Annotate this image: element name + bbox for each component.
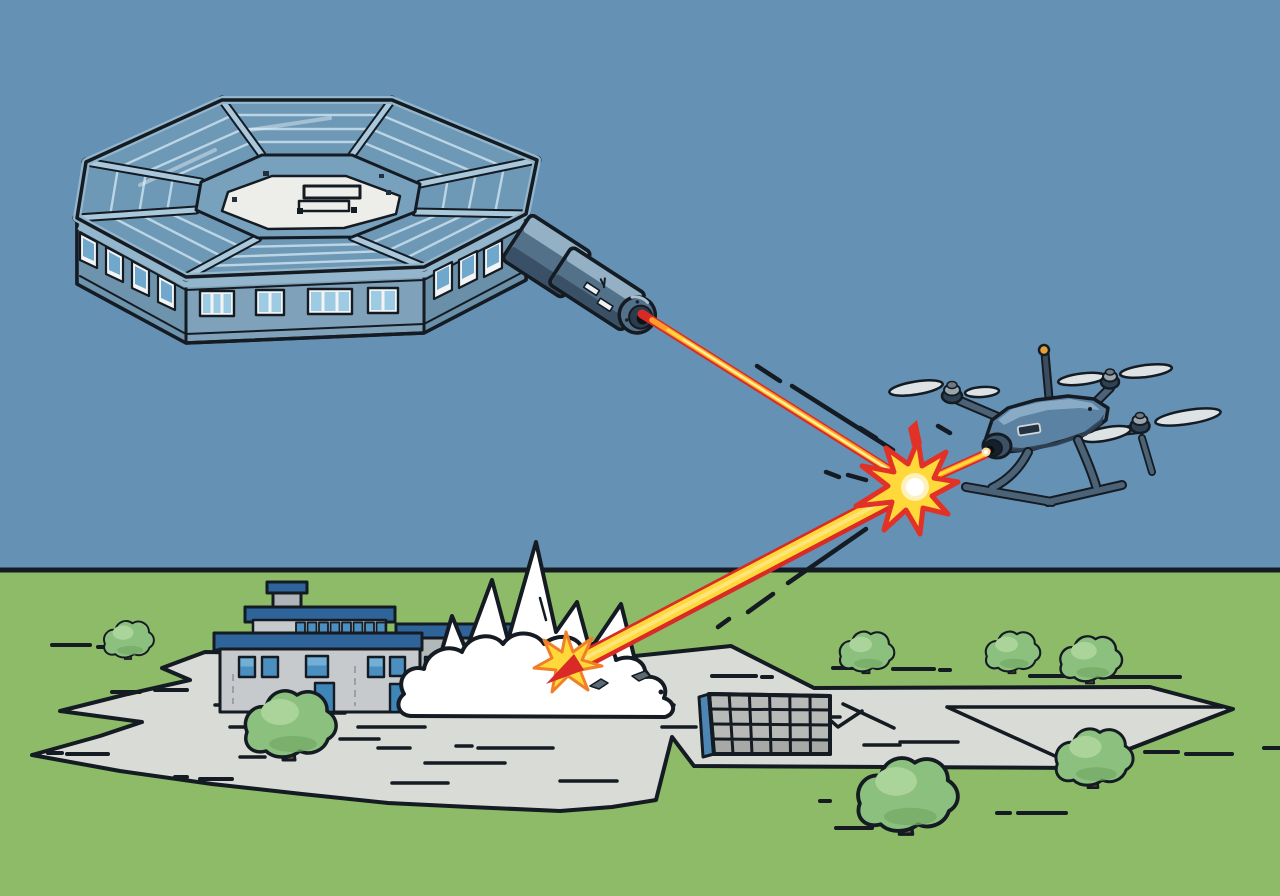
antenna — [1037, 343, 1054, 403]
facility-windows — [237, 654, 407, 679]
laser-cannon — [501, 214, 658, 335]
antenna-tip — [1037, 343, 1051, 357]
speed-lines — [715, 363, 953, 630]
drone — [888, 343, 1222, 507]
camera-gimbal — [981, 432, 1013, 460]
roof-slats — [108, 113, 506, 268]
ground-impact-flare — [532, 630, 604, 694]
cannon-marking — [599, 277, 606, 289]
vent-slot — [1016, 422, 1042, 437]
grass-dashes — [46, 643, 1280, 830]
impact-flash — [853, 420, 961, 537]
landing-skids — [961, 435, 1127, 507]
hq-octagon-building — [72, 95, 542, 345]
inner-courtyard — [194, 153, 422, 240]
octagon-front-windows — [198, 286, 400, 318]
drone-rotors — [888, 363, 1222, 476]
beam-arrow-tip — [546, 654, 584, 684]
octagon-right-windows — [432, 238, 504, 301]
octagon-left-windows — [78, 231, 177, 312]
debris — [589, 670, 651, 690]
vent-grid-panel — [697, 692, 832, 759]
